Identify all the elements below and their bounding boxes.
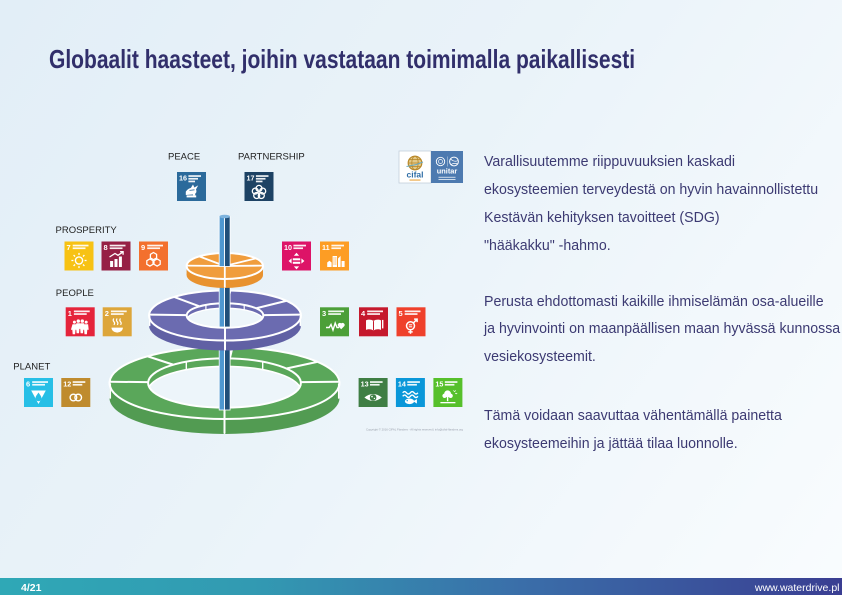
svg-text:15: 15	[435, 380, 443, 389]
svg-text:12: 12	[63, 380, 71, 389]
svg-text:unitar: unitar	[437, 167, 458, 176]
svg-text:3: 3	[322, 309, 326, 318]
svg-text:PARTNERSHIP: PARTNERSHIP	[238, 152, 305, 163]
svg-text:11: 11	[322, 243, 330, 252]
svg-text:PEOPLE: PEOPLE	[56, 288, 94, 299]
svg-text:PLANET: PLANET	[13, 362, 50, 373]
svg-text:5: 5	[399, 309, 403, 318]
svg-text:16: 16	[179, 174, 187, 183]
svg-text:7: 7	[67, 243, 71, 252]
svg-text:cifal: cifal	[406, 170, 423, 180]
svg-text:PROSPERITY: PROSPERITY	[56, 225, 118, 236]
svg-text:10: 10	[284, 243, 292, 252]
svg-text:17: 17	[247, 174, 255, 183]
svg-text:8: 8	[104, 243, 108, 252]
svg-text:6: 6	[26, 380, 30, 389]
svg-text:2: 2	[105, 309, 109, 318]
svg-text:14: 14	[398, 380, 406, 389]
svg-text:1: 1	[68, 309, 72, 318]
svg-text:Copyright © 2016 CIFAL Flander: Copyright © 2016 CIFAL Flanders - All ri…	[366, 428, 463, 432]
svg-text:9: 9	[141, 243, 145, 252]
svg-text:4: 4	[361, 309, 366, 318]
svg-text:13: 13	[361, 380, 369, 389]
svg-text:PEACE: PEACE	[168, 152, 200, 163]
